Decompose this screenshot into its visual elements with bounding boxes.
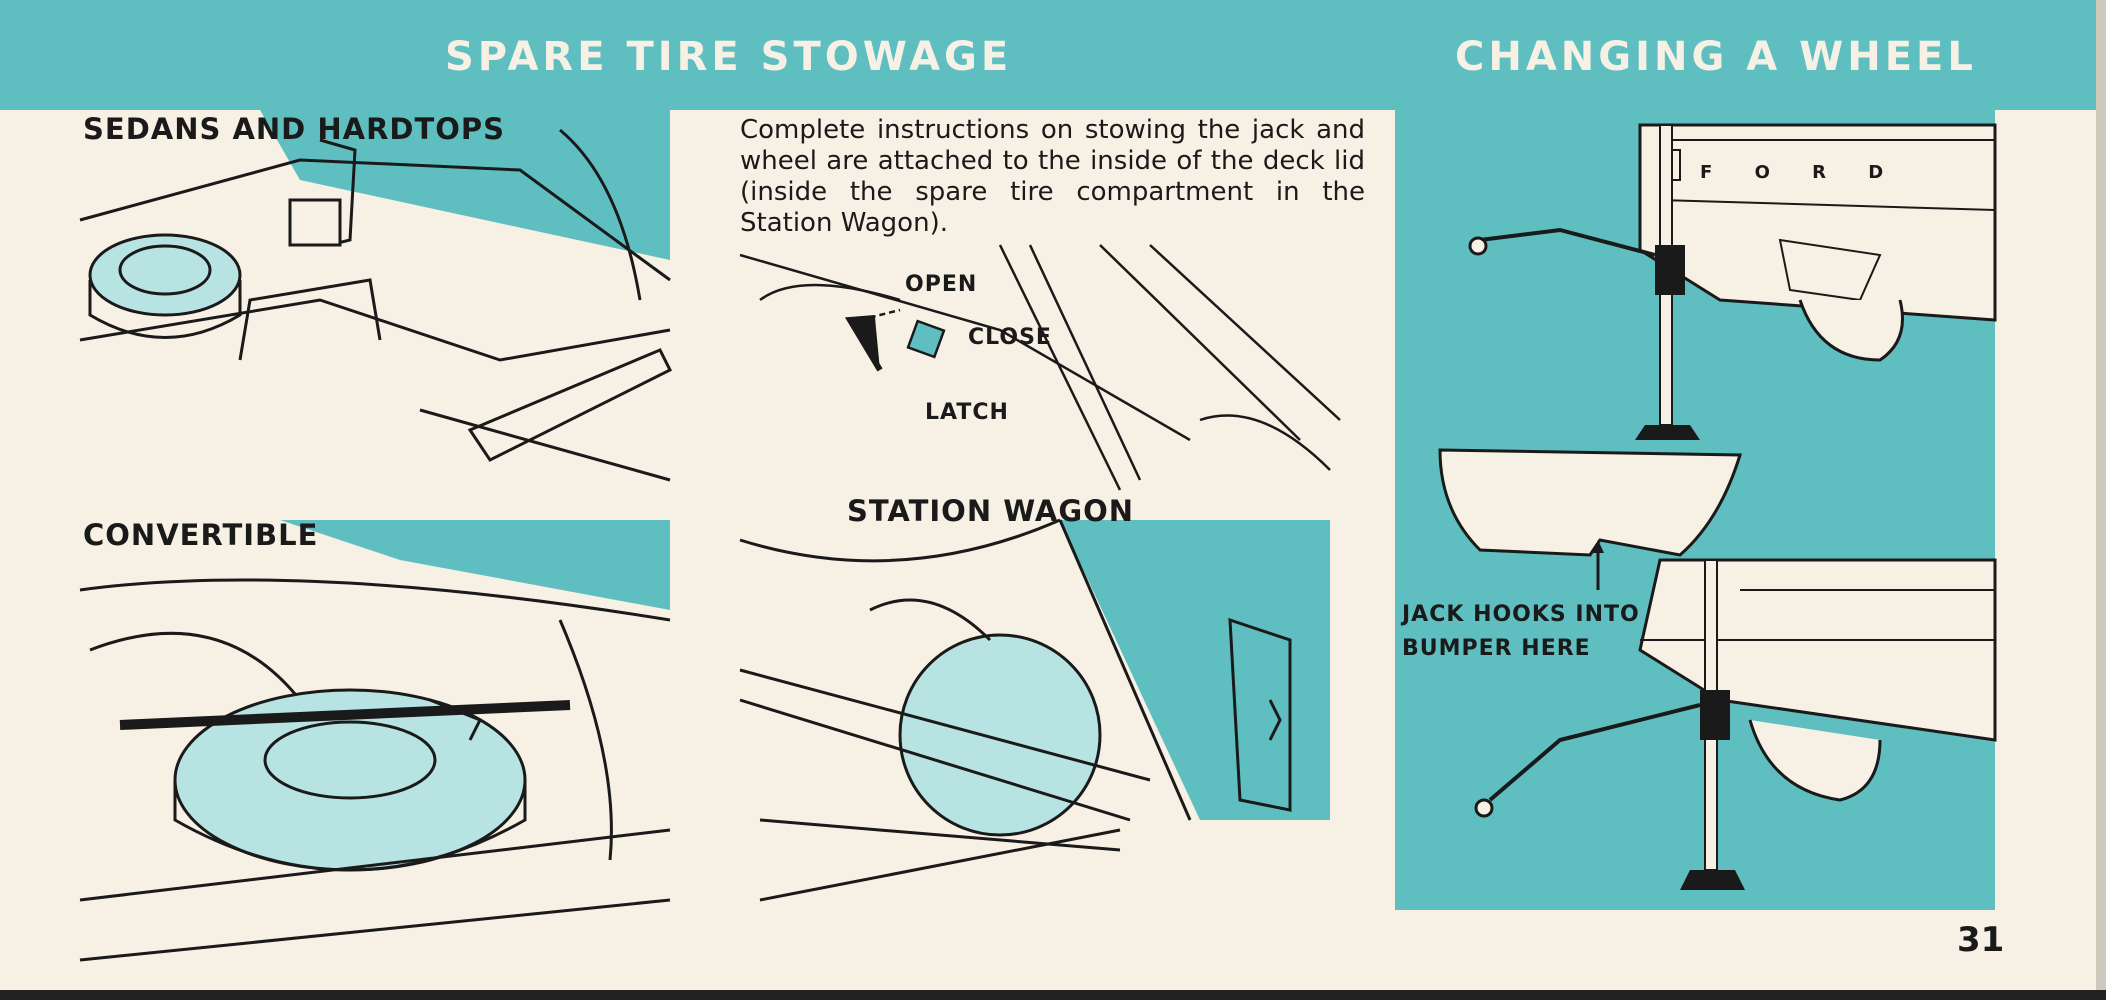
car-badge: F O R D bbox=[1700, 162, 1902, 183]
section-label-convertible: CONVERTIBLE bbox=[83, 518, 319, 552]
latch-label-latch: LATCH bbox=[925, 400, 1009, 425]
header-left-title: SPARE TIRE STOWAGE bbox=[445, 34, 1013, 80]
bottom-edge bbox=[0, 990, 2106, 1000]
wheel-panel bbox=[1395, 110, 1997, 910]
convertible-illustration bbox=[79, 520, 671, 962]
latch-illustration bbox=[739, 244, 1341, 491]
jack-callout-line1: JACK HOOKS INTO bbox=[1402, 602, 1640, 627]
header-right-title: CHANGING A WHEEL bbox=[1455, 34, 1977, 80]
latch-label-close: CLOSE bbox=[968, 325, 1052, 350]
sedans-illustration bbox=[79, 110, 673, 482]
wagon-illustration bbox=[739, 518, 1330, 902]
instructions-paragraph: Complete instructions on stowing the jac… bbox=[740, 115, 1365, 238]
section-label-station-wagon: STATION WAGON bbox=[847, 494, 1135, 528]
page-number: 31 bbox=[1957, 920, 2005, 960]
section-label-sedans: SEDANS AND HARDTOPS bbox=[83, 112, 506, 146]
latch-label-open: OPEN bbox=[905, 272, 978, 297]
jack-callout-line2: BUMPER HERE bbox=[1402, 636, 1591, 661]
header-band bbox=[0, 0, 2106, 110]
page-edge bbox=[2096, 0, 2106, 1000]
